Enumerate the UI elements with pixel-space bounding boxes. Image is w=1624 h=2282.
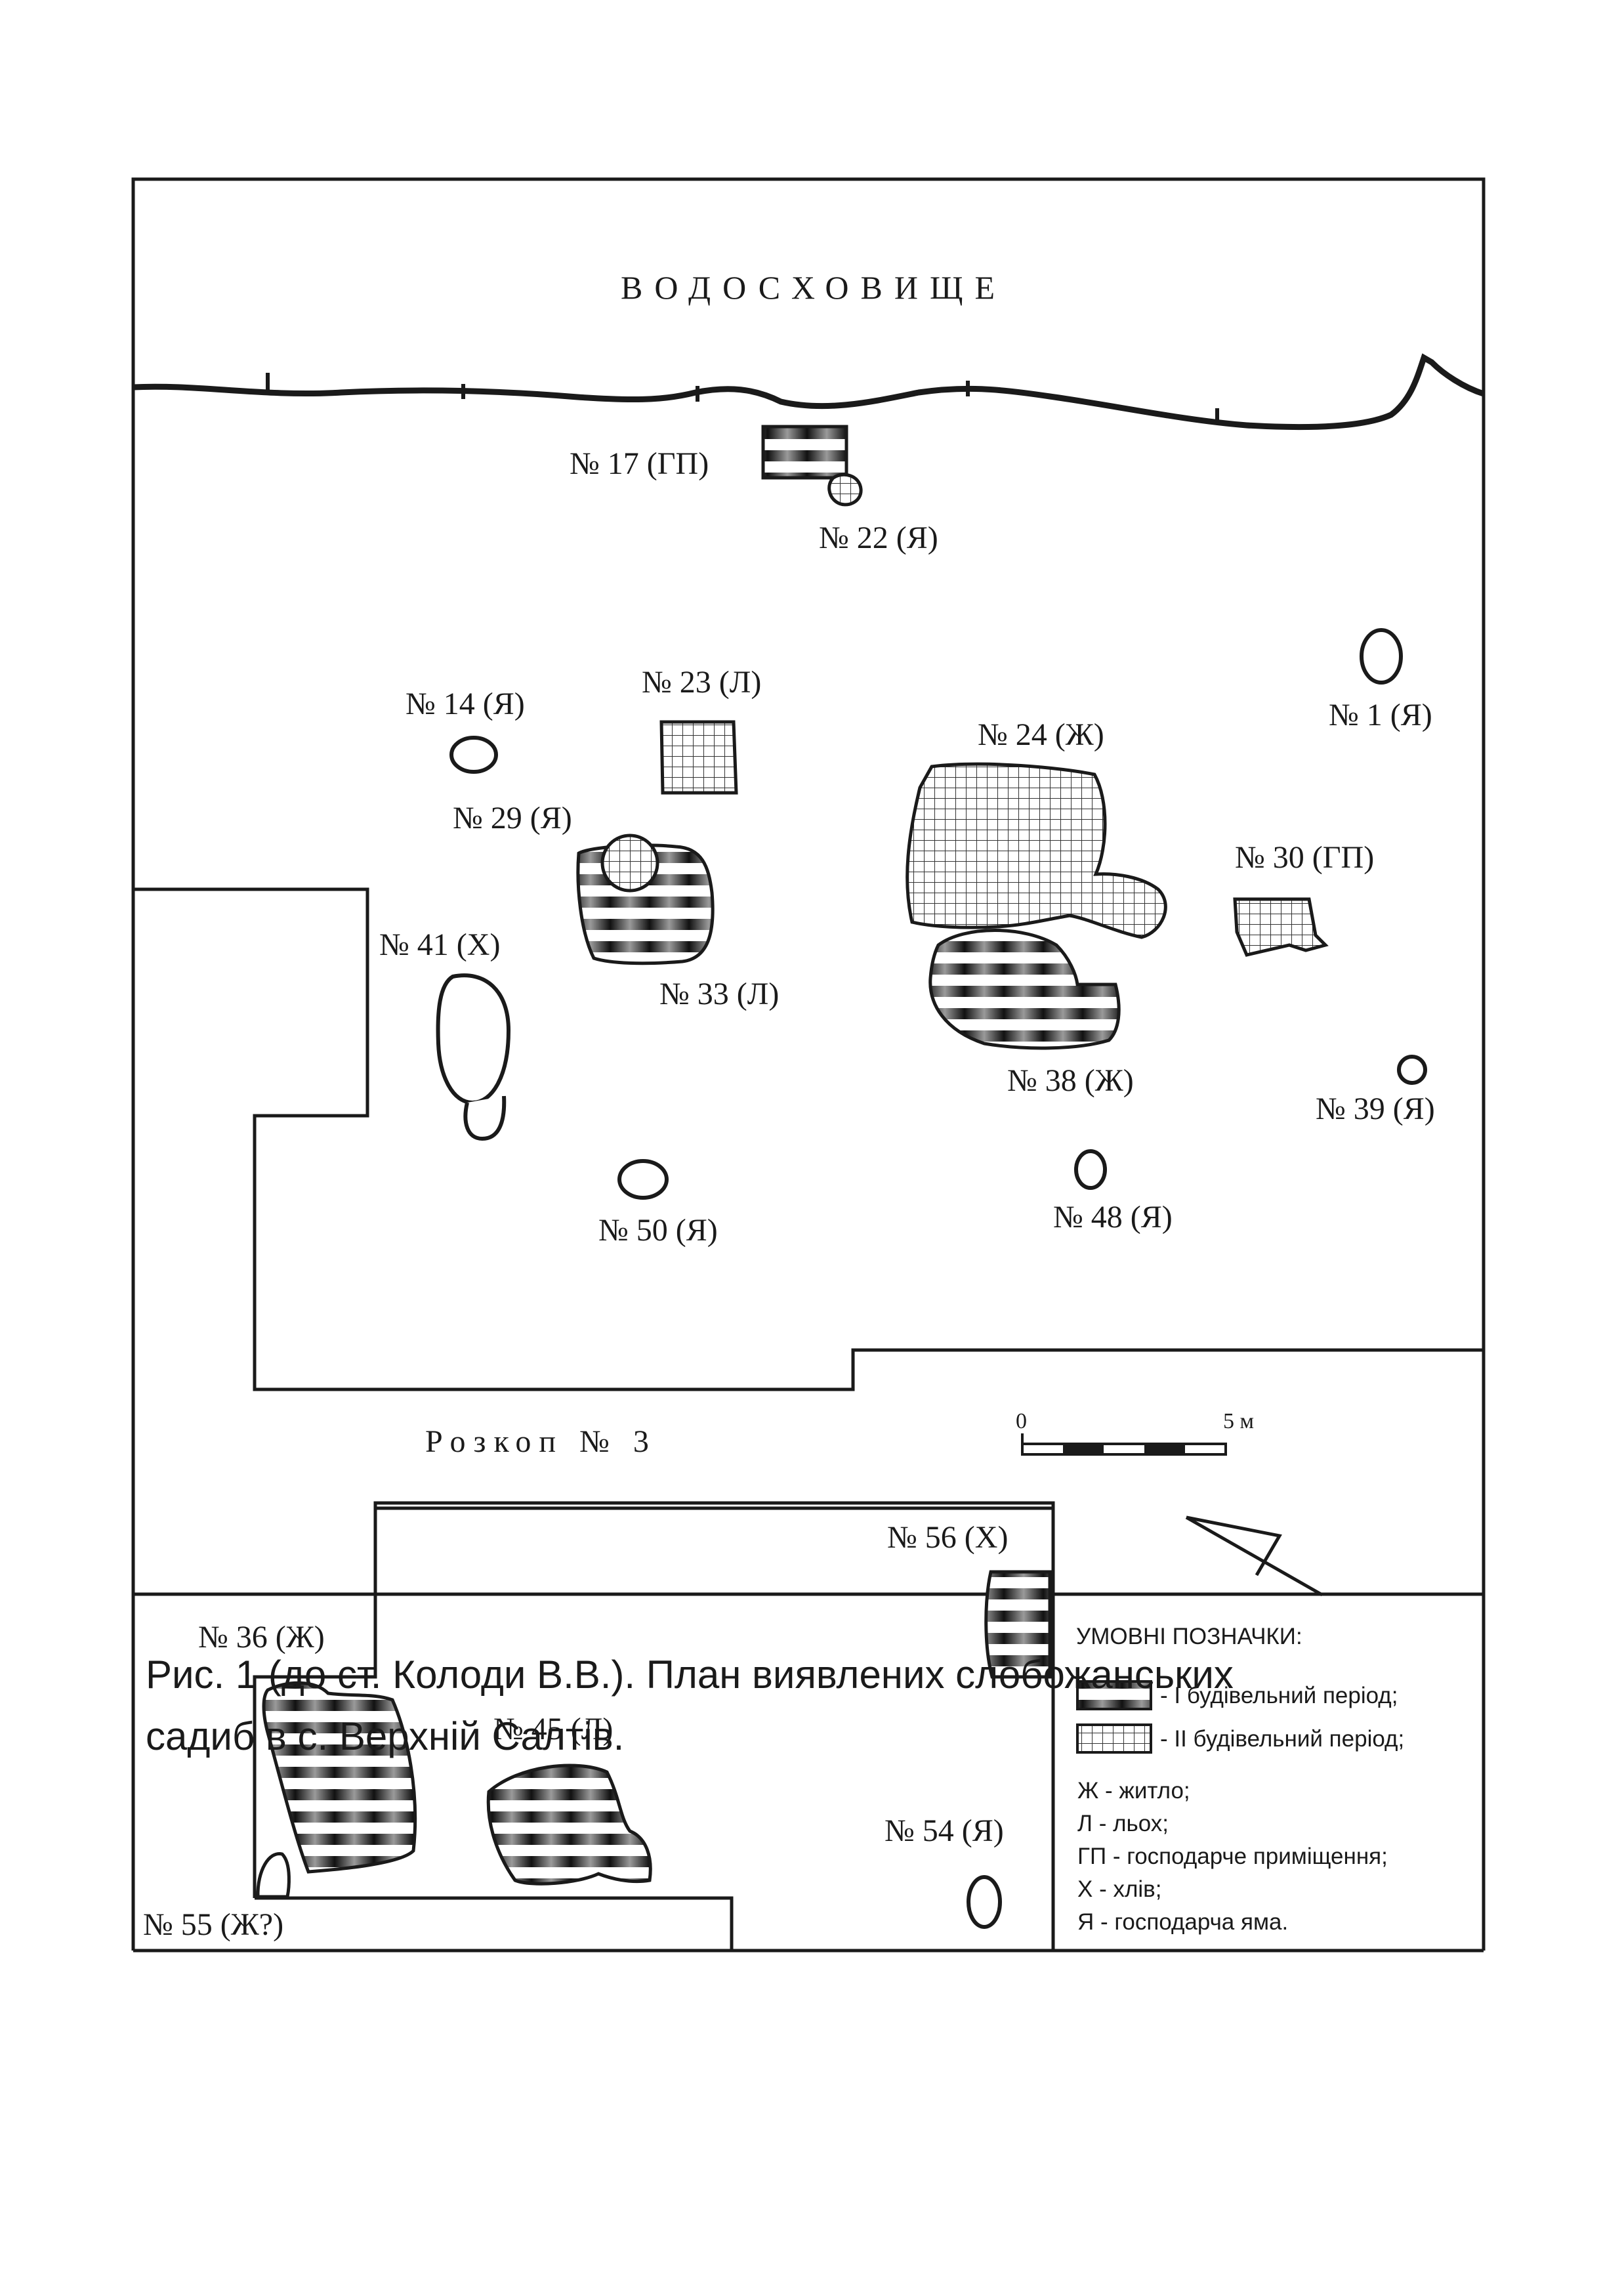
legend-swatch-period1: [1076, 1680, 1152, 1710]
site-plan-bottom: УМОВНІ ПОЗНАЧКИ: - І будівельний період;…: [131, 179, 1486, 1953]
feature-39-shape: [1397, 1055, 1427, 1085]
feature-54-shape: [967, 1875, 1002, 1929]
excavation-boundary-bottom: [253, 1501, 1055, 1951]
legend-heading: УМОВНІ ПОЗНАЧКИ:: [1076, 1624, 1302, 1649]
label-feature-48: № 48 (Я): [1053, 1200, 1173, 1235]
label-feature-41: № 41 (Х): [379, 927, 500, 962]
feature-45-shape: [486, 1764, 652, 1886]
scale-zero: 0: [1016, 1409, 1027, 1433]
label-feature-39: № 39 (Я): [1316, 1091, 1435, 1126]
label-feature-45: № 45 (Л): [493, 1712, 613, 1746]
feature-23-shape: [659, 720, 738, 795]
feature-29-shape: [600, 834, 659, 893]
feature-36-shape: [262, 1681, 417, 1874]
feature-1-shape: [1360, 628, 1403, 685]
caption-line-1: Рис. 1 (до ст. Колоди В.В.). План виявле…: [146, 1653, 1234, 1697]
feature-41-shape: [436, 973, 511, 1141]
label-feature-30: № 30 (ГП): [1235, 840, 1374, 875]
excavation-boundary-upper: [133, 887, 1484, 1391]
legend-abbr-5: Я - господарча яма.: [1077, 1909, 1288, 1935]
feature-24-shape: [906, 762, 1167, 939]
feature-48-shape: [1074, 1149, 1107, 1190]
caption-line-2: садиб в с. Верхній Салтів.: [146, 1714, 625, 1758]
label-feature-54: № 54 (Я): [885, 1813, 1004, 1848]
legend-swatch-period2: [1076, 1723, 1152, 1754]
shoreline-markers: [266, 373, 1219, 424]
label-feature-36: № 36 (Ж): [198, 1620, 325, 1655]
feature-30-shape: [1233, 897, 1329, 957]
scale-max: 5 м: [1223, 1409, 1254, 1433]
label-feature-38: № 38 (Ж): [1007, 1063, 1134, 1098]
north-arrow-icon: [1185, 1515, 1323, 1597]
scale-bar: 0 5 м: [1016, 1409, 1254, 1456]
label-feature-23: № 23 (Л): [642, 665, 761, 700]
label-feature-1: № 1 (Я): [1329, 698, 1432, 732]
label-feature-14: № 14 (Я): [406, 687, 525, 721]
label-feature-56: № 56 (Х): [887, 1520, 1008, 1555]
feature-38-shape: [928, 929, 1121, 1050]
feature-14-shape: [449, 736, 498, 774]
shoreline: [133, 353, 1485, 431]
legend-abbr-2: Л - льох;: [1077, 1811, 1169, 1836]
legend-period2: - ІІ будівельний період;: [1160, 1726, 1404, 1752]
legend-period1: - І будівельний період;: [1160, 1683, 1398, 1708]
feature-labels: № 17 (ГП) № 22 (Я) № 14 (Я) № 23 (Л) № 2…: [143, 446, 1435, 1942]
label-feature-55: № 55 (Ж?): [143, 1907, 283, 1942]
excavation-label: Розкоп № 3: [425, 1424, 657, 1459]
label-feature-17: № 17 (ГП): [570, 446, 709, 481]
legend-abbr-4: Х - хлів;: [1077, 1876, 1161, 1902]
feature-55-shape: [256, 1852, 291, 1899]
reservoir-title: ВОДОСХОВИЩЕ: [621, 269, 1007, 306]
figure-caption: Рис. 1 (до ст. Колоди В.В.). План виявле…: [146, 1644, 1537, 1767]
feature-50-shape: [617, 1159, 669, 1200]
label-feature-50: № 50 (Я): [598, 1213, 718, 1248]
label-feature-22: № 22 (Я): [819, 520, 938, 555]
feature-22-shape: [827, 473, 863, 507]
feature-56-shape: [984, 1570, 1052, 1679]
legend-abbr-1: Ж - житло;: [1077, 1778, 1190, 1804]
legend: УМОВНІ ПОЗНАЧКИ: - І будівельний період;…: [1076, 1624, 1404, 1935]
legend-abbr-3: ГП - господарче приміщення;: [1077, 1844, 1388, 1869]
label-feature-33: № 33 (Л): [659, 977, 779, 1011]
label-feature-24: № 24 (Ж): [978, 717, 1104, 752]
label-feature-29: № 29 (Я): [453, 801, 572, 835]
